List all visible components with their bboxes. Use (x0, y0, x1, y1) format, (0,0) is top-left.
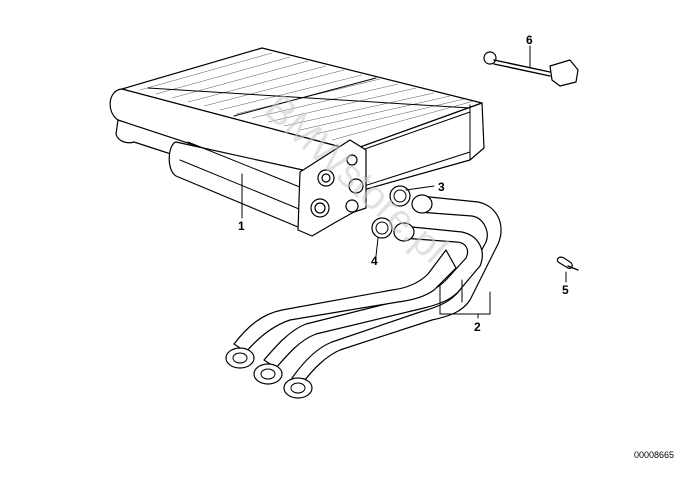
pipe-assembly (225, 194, 502, 399)
heater-core (109, 47, 485, 237)
seal-ring-upper (389, 185, 411, 207)
callout-5: 5 (562, 283, 569, 297)
callout-3: 3 (438, 180, 445, 194)
heater-core-fins (139, 52, 475, 141)
callout-4: 4 (371, 254, 378, 268)
callout-2-bracket (439, 279, 491, 319)
callout-1: 1 (238, 219, 245, 233)
callout-6: 6 (526, 33, 533, 47)
temperature-sensor (483, 45, 579, 87)
callout-2: 2 (474, 320, 481, 334)
screw (556, 256, 579, 283)
seal-ring-lower (371, 217, 393, 239)
diagram-part-number: 00008665 (634, 450, 674, 460)
